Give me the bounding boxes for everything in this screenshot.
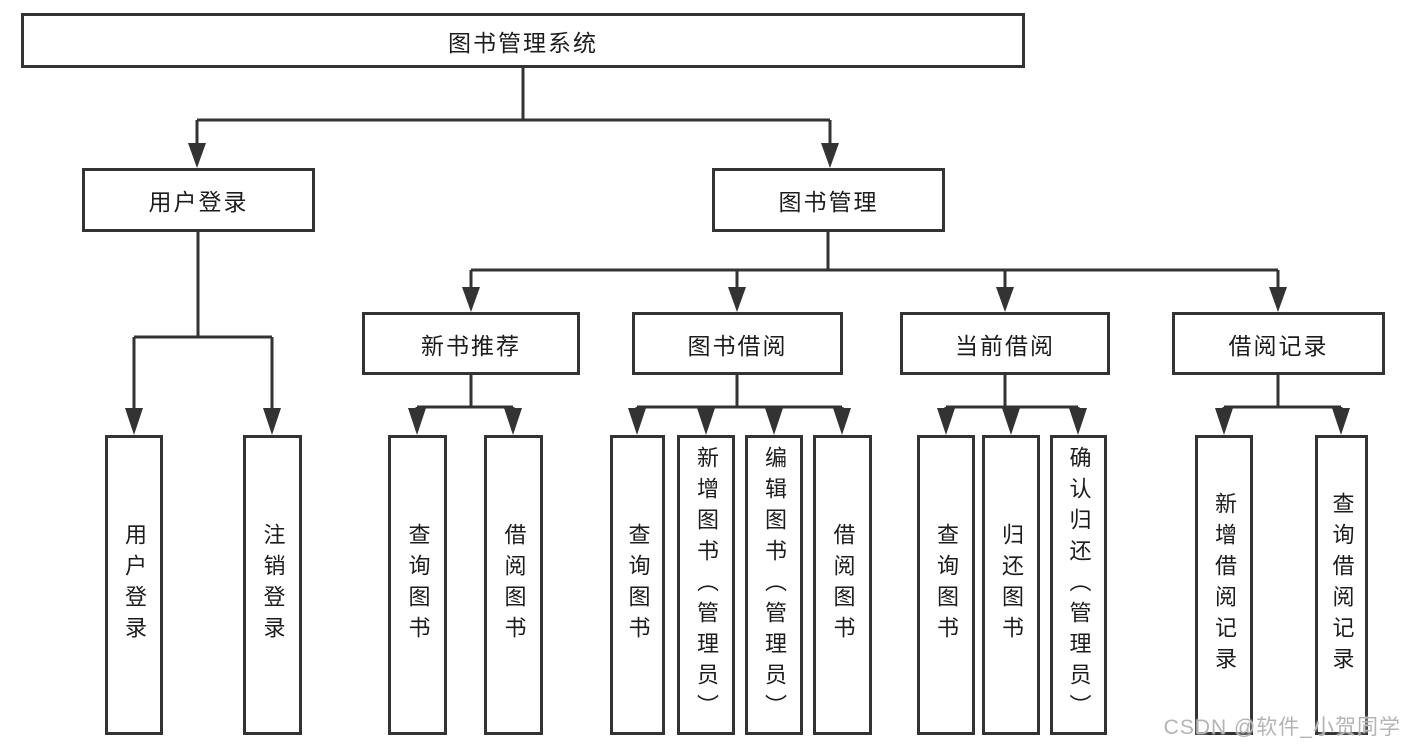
leaf-return-books: 归还图书 [982,435,1040,735]
node-label: 借阅图书 [830,523,856,647]
node-label: 用户登录 [122,523,147,647]
leaf-confirm-return-admin: 确认归还（管理员） [1050,435,1107,735]
node-label: 归还图书 [999,523,1024,647]
leaf-query-books-borrow: 查询图书 [610,435,665,735]
node-label: 查询图书 [934,523,959,647]
leaf-query-borrow-record: 查询借阅记录 [1315,435,1368,735]
node-label: 借阅图书 [501,523,527,647]
node-label: 图书管理系统 [448,29,598,56]
node-label: 图书管理 [778,189,879,215]
node-book-borrow: 图书借阅 [632,312,843,375]
leaf-user-login: 用户登录 [105,435,163,735]
node-label: 编辑图书（管理员） [762,445,787,725]
leaf-logout: 注销登录 [243,435,302,735]
leaf-add-books-admin: 新增图书（管理员） [677,435,735,735]
node-label: 查询图书 [405,523,431,647]
node-current-borrow: 当前借阅 [900,312,1110,375]
node-label: 查询图书 [625,523,651,647]
node-label: 用户登录 [148,189,249,215]
node-root: 图书管理系统 [21,13,1025,68]
node-label: 新增借阅记录 [1212,492,1237,678]
node-label: 确认归还（管理员） [1066,445,1092,725]
node-label: 当前借阅 [955,332,1055,359]
node-label: 新增图书（管理员） [694,445,719,725]
node-borrow-records: 借阅记录 [1172,312,1385,375]
node-new-book-recommend: 新书推荐 [362,312,580,375]
node-book-management: 图书管理 [712,168,945,232]
leaf-borrow-books-recommend: 借阅图书 [484,435,543,735]
node-label: 注销登录 [260,523,286,647]
node-label: 查询借阅记录 [1329,492,1355,678]
node-label: 图书借阅 [687,332,788,359]
leaf-query-books-current: 查询图书 [917,435,975,735]
leaf-query-books-recommend: 查询图书 [388,435,447,735]
leaf-edit-books-admin: 编辑图书（管理员） [745,435,803,735]
leaf-add-borrow-record: 新增借阅记录 [1195,435,1253,735]
node-label: 新书推荐 [421,332,521,359]
node-label: 借阅记录 [1228,332,1329,359]
node-user-login: 用户登录 [82,168,315,232]
leaf-borrow-books: 借阅图书 [813,435,872,735]
